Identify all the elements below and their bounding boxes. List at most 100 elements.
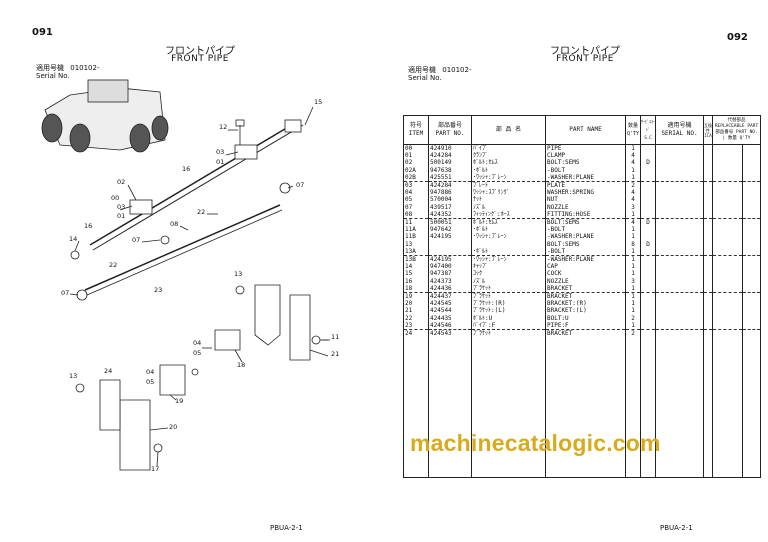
cell-serial [655,329,704,338]
cell-item: 00 [403,144,429,153]
callout-07: 07 [132,236,141,244]
cell-sc [640,196,656,204]
cell-rep-qty [741,173,762,182]
cell-qty: 4 [625,159,641,167]
callout-05: 05 [193,349,202,357]
watermark: machinecatalogic.com [410,430,661,456]
cell-item: 11A [403,226,429,234]
cell-interchange [703,196,713,204]
cell-part-no: 424435 [428,314,472,322]
cell-part-no: 424352 [428,210,472,220]
cell-item: 22 [403,314,429,322]
cell-interchange [703,218,713,227]
cell-serial [655,196,704,204]
cell-part-name: -BOLT [545,247,626,257]
cell-part-no: 424543 [428,329,472,338]
cell-serial [655,210,704,220]
cell-sc [640,270,656,278]
cell-sc [640,144,656,153]
cell-item: 01 [403,152,429,160]
cell-rep-part-no [712,144,743,153]
cell-part-name: CAP [545,263,626,271]
cell-sc [640,233,656,241]
cell-rep-part-no [712,300,743,308]
cell-name-jp: ﾎﾞﾙﾄ:U [471,314,546,322]
cell-interchange [703,263,713,271]
cell-rep-qty [741,189,762,197]
cell-name-jp: ﾌﾞﾗｹｯﾄ:(R) [471,300,546,308]
cell-sc [640,314,656,322]
callout-04: 04 [193,339,202,347]
cell-rep-part-no [712,181,743,190]
cell-item: 20 [403,300,429,308]
cell-sc [640,292,656,301]
cell-item: 21 [403,307,429,315]
cell-item: 16 [403,277,429,285]
cell-rep-qty [741,218,762,227]
cell-part-name: -WASHER:PLANE [545,255,626,264]
serial-label-en: Serial No. [36,72,70,80]
cell-serial [655,307,704,315]
right-title-jp: フロントパイプ [550,46,620,57]
cell-rep-part-no [712,196,743,204]
cell-interchange [703,203,713,211]
cell-rep-part-no [712,255,743,264]
cell-name-jp: ﾉｽﾞﾙ [471,203,546,211]
cell-name-jp: ･ﾎﾞﾙﾄ [471,166,546,174]
cell-part-no: 424437 [428,292,472,301]
cell-sc [640,300,656,308]
cell-item: 07 [403,203,429,211]
callout-13: 13 [69,372,78,380]
cell-item: 14 [403,263,429,271]
cell-part-name: NUT [545,196,626,204]
cell-qty: 1 [625,263,641,271]
callout-18: 18 [237,361,246,369]
cell-rep-part-no [712,284,743,294]
cell-rep-qty [741,226,762,234]
cell-rep-qty [741,270,762,278]
cell-name-jp: ﾜｯｼｬ:ｽﾌﾟﾘﾝｸﾞ [471,189,546,197]
cell-item: 15 [403,270,429,278]
callout-14: 14 [69,235,78,243]
cell-sc: D [640,240,656,248]
cell-part-name: BRACKET [545,284,626,294]
cell-part-name: BOLT:SEMS [545,159,626,167]
left-title-jp: フロントパイプ [165,46,235,57]
cell-rep-qty [741,181,762,190]
cell-interchange [703,240,713,248]
cell-part-no: 424545 [428,300,472,308]
cell-qty: 4 [625,196,641,204]
callout-04: 04 [146,368,155,376]
cell-serial [655,247,704,257]
cell-serial [655,300,704,308]
cell-rep-qty [741,240,762,248]
cell-item: 13B [403,255,429,264]
cell-sc [640,307,656,315]
cell-rep-part-no [712,307,743,315]
cell-part-name: BOLT:U [545,314,626,322]
cell-part-name: -BOLT [545,226,626,234]
cell-part-name: PLATE [545,181,626,190]
blank-cell [428,337,472,479]
cell-serial [655,152,704,160]
callout-07: 07 [296,181,305,189]
cell-rep-part-no [712,277,743,285]
cell-part-name: BRACKET [545,329,626,338]
callout-19: 19 [175,397,184,405]
cell-qty: 1 [625,210,641,220]
cell-qty: 1 [625,284,641,294]
cell-part-no: 424546 [428,321,472,331]
